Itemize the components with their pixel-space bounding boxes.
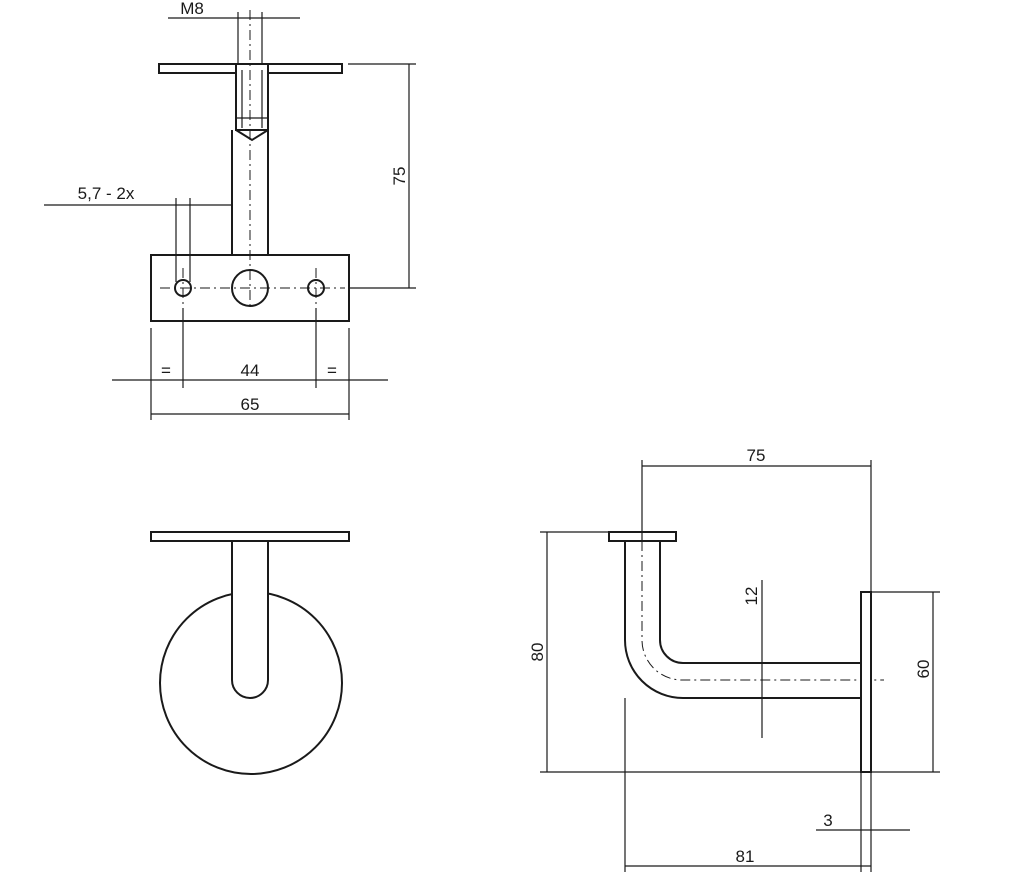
plate-height-label: 60 [914, 660, 933, 679]
hole-spacing-label: 44 [241, 361, 260, 380]
plate-width-label: 65 [241, 395, 260, 414]
side-height-label: 80 [528, 643, 547, 662]
top-view: M8 75 5,7 - 2x = 44 = 65 [44, 0, 416, 420]
projection-label: 75 [747, 446, 766, 465]
length-label: 81 [736, 847, 755, 866]
side-view: 75 80 12 60 3 81 [528, 446, 940, 872]
thread-size-label: M8 [180, 0, 204, 18]
arm-centerline [641, 541, 884, 681]
height-label: 75 [390, 167, 409, 186]
support-arm-front [231, 541, 269, 699]
equal-label-right: = [327, 361, 337, 380]
thickness-label: 3 [823, 811, 832, 830]
equal-label-left: = [161, 361, 171, 380]
saddle-plate-front [150, 531, 350, 542]
front-view [150, 531, 350, 775]
threaded-stud [235, 63, 269, 131]
arm-inner-contour [659, 541, 861, 664]
wall-plate-side [860, 591, 872, 773]
stud-chamfer [235, 129, 269, 142]
hole-size-label: 5,7 - 2x [78, 184, 135, 203]
arm-outer-contour [624, 541, 861, 699]
bar-size-label: 12 [742, 587, 761, 606]
